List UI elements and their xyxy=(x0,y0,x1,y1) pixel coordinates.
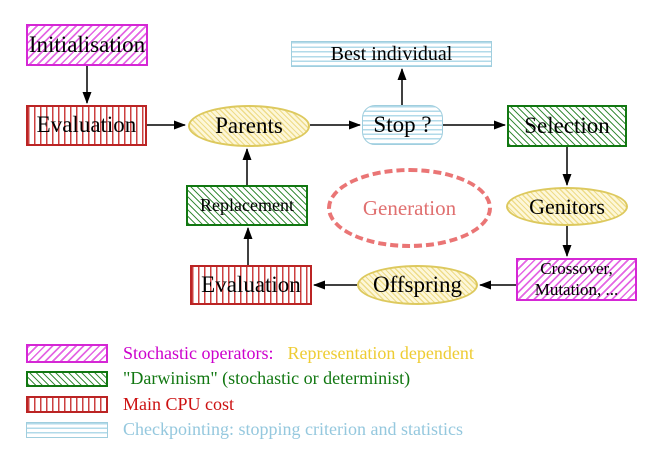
node-stop: Stop ? xyxy=(362,105,443,145)
node-selection: Selection xyxy=(507,105,627,147)
node-parents: Parents xyxy=(188,105,310,147)
legend-swatch-cyan-stripes xyxy=(26,421,108,438)
legend-label-checkpointing: Checkpointing: stopping criterion and st… xyxy=(123,419,463,439)
legend-row-darwinism: "Darwinism" (stochastic or determinist) xyxy=(26,368,411,388)
node-evaluation-top-label: Evaluation xyxy=(36,112,137,138)
node-crossover-mutation: Crossover, Mutation, ... xyxy=(516,258,637,301)
node-evaluation-top: Evaluation xyxy=(26,105,147,146)
legend-swatch-green-hatch xyxy=(26,370,108,387)
node-genitors: Genitors xyxy=(506,187,628,226)
node-initialisation-label: Initialisation xyxy=(28,31,146,57)
node-offspring: Offspring xyxy=(357,265,478,305)
legend-label-main-cpu-cost: Main CPU cost xyxy=(123,393,235,414)
node-generation-label: Generation xyxy=(362,195,457,220)
legend-row-checkpointing: Checkpointing: stopping criterion and st… xyxy=(26,419,463,439)
node-replacement-label: Replacement xyxy=(200,195,294,216)
node-crossover-line1: Crossover, xyxy=(540,259,613,279)
node-genitors-label: Genitors xyxy=(529,193,605,219)
legend-row-stochastic-operators: Stochastic operators:Representation depe… xyxy=(26,343,474,363)
legend-label-darwinism: "Darwinism" (stochastic or determinist) xyxy=(123,368,411,388)
node-crossover-line2: Mutation, ... xyxy=(534,279,619,299)
legend-swatch-red-stripes xyxy=(26,395,108,413)
node-stop-label: Stop ? xyxy=(373,111,432,137)
node-generation-cycle: Generation xyxy=(327,168,492,248)
node-replacement: Replacement xyxy=(186,185,308,226)
node-initialisation: Initialisation xyxy=(26,24,148,66)
node-evaluation-bottom-label: Evaluation xyxy=(201,271,301,297)
node-offspring-label: Offspring xyxy=(372,271,462,297)
node-selection-label: Selection xyxy=(524,112,610,138)
legend-row-main-cpu-cost: Main CPU cost xyxy=(26,393,235,414)
legend-label-stochastic-operators: Stochastic operators:Representation depe… xyxy=(123,343,474,363)
node-best-individual-label: Best individual xyxy=(330,42,453,65)
node-best-individual: Best individual xyxy=(291,41,492,67)
legend-swatch-magenta-hatch xyxy=(26,344,108,363)
node-parents-label: Parents xyxy=(215,112,283,138)
node-evaluation-bottom: Evaluation xyxy=(190,265,312,305)
